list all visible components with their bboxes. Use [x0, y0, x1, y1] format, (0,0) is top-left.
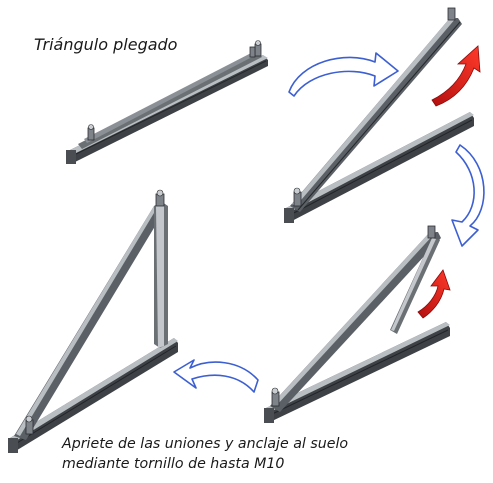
clamp-bracket-icon — [427, 225, 436, 239]
clamp-bracket-icon — [447, 7, 456, 21]
step-assembled-triangle — [8, 189, 178, 453]
caption-line: mediante tornillo de hasta M10 — [62, 456, 285, 472]
motion-arrow-icon — [431, 45, 481, 107]
step-third-profile-opening — [264, 225, 450, 423]
clamp-bracket-icon — [254, 40, 262, 57]
clamp-bracket-icon — [293, 187, 302, 207]
motion-arrow-icon — [417, 269, 451, 319]
caption-folded-triangle: Triángulo plegado — [34, 35, 178, 54]
caption-line: Apriete de las uniones y anclaje al suel… — [62, 436, 349, 452]
step-rail-lifting — [284, 7, 474, 223]
profile-long-rail — [270, 232, 441, 412]
clamp-bracket-icon — [271, 387, 280, 407]
clamp-bracket-icon — [25, 415, 34, 435]
flow-arrow-icon — [288, 52, 399, 97]
step-folded-profiles — [66, 40, 268, 164]
flow-arrow-icon — [451, 144, 485, 247]
clamp-bracket-icon — [87, 124, 95, 141]
profile-top-rail — [84, 51, 258, 143]
caption-tightening-instructions: Apriete de las uniones y anclaje al suel… — [62, 434, 348, 474]
profile-middle-rail — [78, 53, 262, 149]
clamp-bracket-icon — [155, 189, 165, 207]
profile-rising-rail — [290, 18, 462, 212]
clamp-bracket-icon — [249, 46, 256, 58]
flow-arrow-icon — [173, 359, 259, 393]
